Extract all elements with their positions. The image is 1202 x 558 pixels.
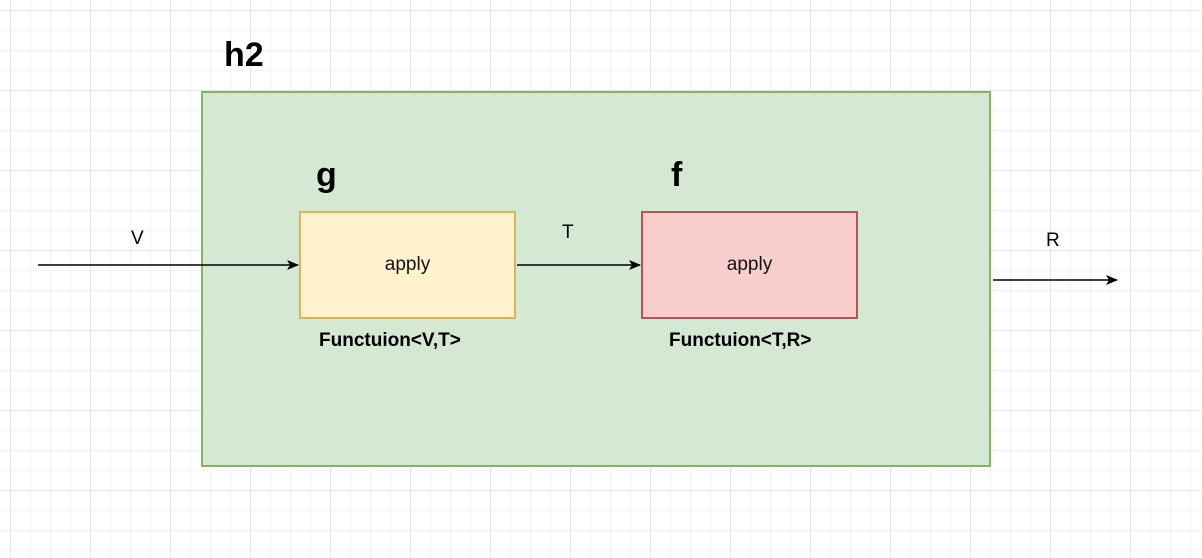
node-label-g: g [316, 156, 337, 194]
node-g-text: apply [384, 254, 431, 275]
node-label-f: f [671, 156, 683, 194]
edge-label-r: R [1046, 230, 1060, 251]
node-g[interactable]: apply [299, 211, 516, 319]
node-f[interactable]: apply [641, 211, 858, 319]
node-f-type: Functuion<T,R> [669, 330, 812, 351]
edge-label-v: V [131, 228, 144, 249]
node-g-type: Functuion<V,T> [319, 330, 461, 351]
node-f-text: apply [726, 254, 773, 275]
container-label-h2: h2 [224, 36, 264, 74]
edge-label-t: T [562, 222, 574, 243]
